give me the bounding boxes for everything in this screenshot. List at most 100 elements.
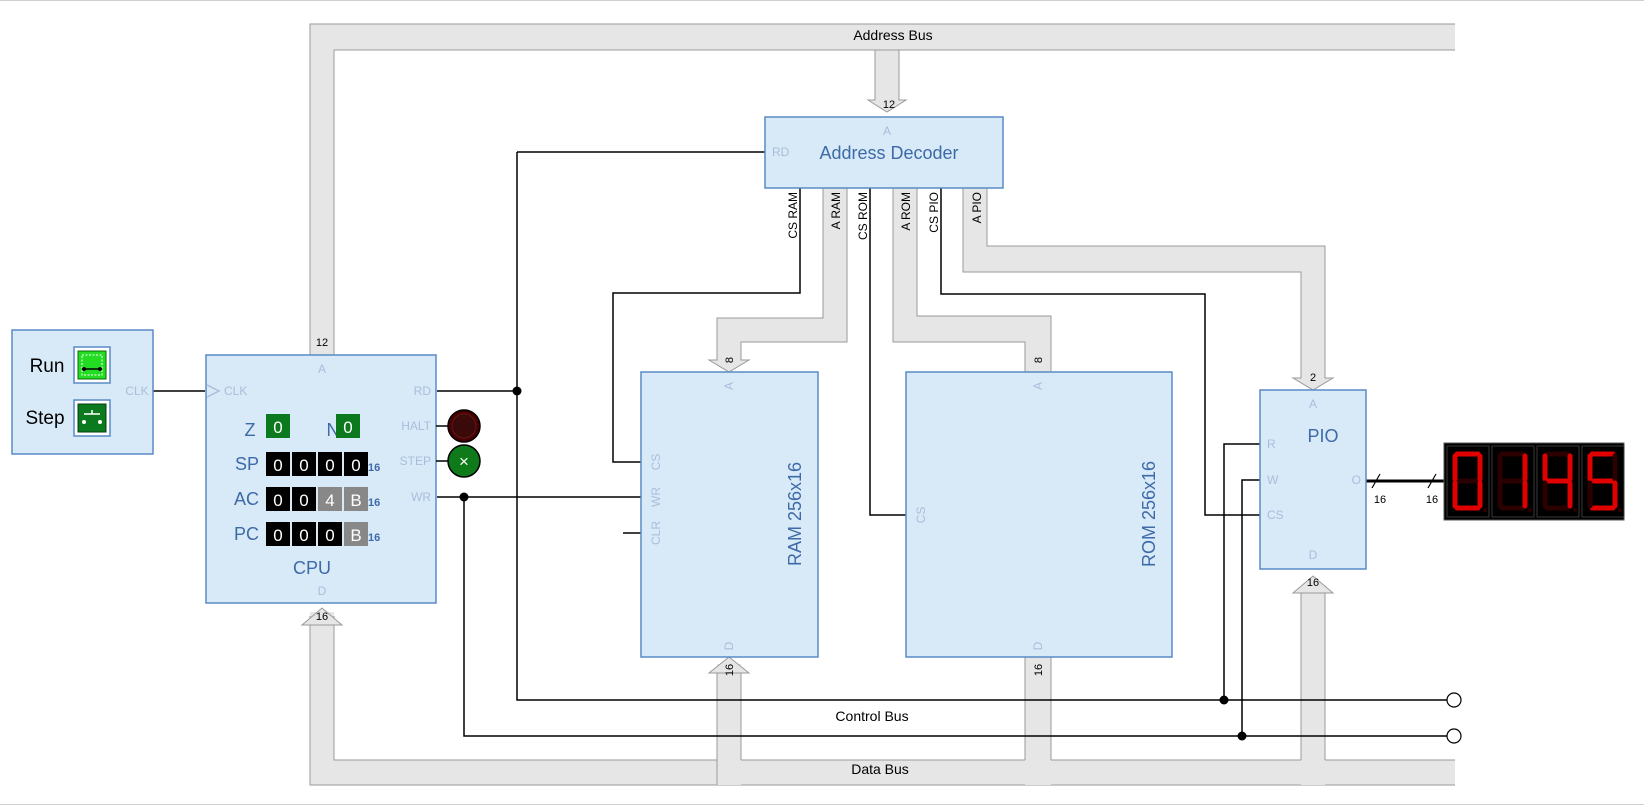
rom-pin-cs: CS	[914, 507, 928, 524]
register-digit: B	[350, 491, 361, 510]
rom-title: ROM 256x16	[1139, 461, 1159, 567]
cpu-pin-halt: HALT	[401, 419, 431, 433]
register-digit-box	[292, 522, 316, 546]
ram-pin-d: D	[722, 641, 736, 650]
register-digit: 0	[299, 526, 308, 545]
cpu-pin-a: A	[318, 362, 326, 376]
decoder-out-cs-rom: CS ROM	[856, 192, 870, 240]
pio-block[interactable]: PIO A D R W CS O	[1259, 389, 1367, 570]
step-label: Step	[25, 408, 64, 429]
display-digit	[1536, 445, 1580, 518]
decimal-point	[1528, 508, 1532, 512]
cpu-a-width: 12	[316, 337, 328, 349]
flag-z-value: 0	[273, 418, 282, 437]
pio-d-width: 16	[1307, 577, 1319, 589]
register-digit-box	[318, 452, 342, 476]
address-bus-label: Address Bus	[853, 27, 932, 43]
rom-block[interactable]: ROM 256x16 A D CS	[905, 371, 1173, 658]
rom-a-width: 8	[1033, 357, 1045, 363]
pio-pin-cs: CS	[1267, 508, 1284, 522]
pio-title: PIO	[1307, 426, 1338, 446]
reg-sp-width: 16	[368, 462, 380, 474]
ram-pin-a: A	[722, 382, 736, 390]
register-digit-box	[266, 487, 290, 511]
decoder-out-cs-ram: CS RAM	[786, 192, 800, 239]
reg-sp-label: SP	[235, 454, 259, 474]
decimal-point	[1618, 508, 1622, 512]
register-digit: 0	[351, 456, 360, 475]
halt-led	[436, 409, 481, 443]
wires	[153, 151, 1448, 737]
ram-a-width: 8	[724, 357, 736, 363]
register-digit-box	[318, 522, 342, 546]
pio-pin-a: A	[1309, 397, 1317, 411]
pio-pin-d: D	[1309, 548, 1318, 562]
register-digit: 4	[325, 491, 334, 510]
register-digit-box	[266, 452, 290, 476]
address-decoder-block[interactable]: Address Decoder A RD	[764, 116, 1004, 189]
pio-o-width: 16	[1374, 494, 1386, 506]
control-bus-terminal-wr[interactable]	[1446, 728, 1462, 744]
register-digit-box	[292, 452, 316, 476]
decoder-pin-rd: RD	[772, 145, 790, 159]
run-label: Run	[30, 356, 65, 377]
data-bus-label: Data Bus	[851, 761, 909, 777]
display-width: 16	[1426, 494, 1438, 506]
cpu-d-width: 16	[316, 611, 328, 623]
pio-pin-w: W	[1267, 473, 1279, 487]
reg-ac-width: 16	[368, 497, 380, 509]
reg-pc-label: PC	[234, 524, 259, 544]
control-bus-label: Control Bus	[835, 708, 908, 724]
register-digit-box	[266, 522, 290, 546]
rom-d-width: 16	[1033, 664, 1045, 676]
register-digit-box	[344, 487, 368, 511]
display-digit	[1491, 445, 1535, 518]
cpu-pin-step: STEP	[400, 454, 431, 468]
clk-out-label: CLK	[125, 384, 148, 398]
decoder-out-cs-pio: CS PIO	[927, 192, 941, 233]
reg-pc-width: 16	[368, 532, 380, 544]
bottom-border	[0, 804, 1644, 805]
ram-pin-clr: CLR	[649, 521, 663, 545]
run-switch[interactable]	[73, 346, 111, 384]
decoder-a-width: 12	[883, 99, 895, 111]
step-led-x-icon: ×	[459, 452, 469, 471]
cpu-pin-d: D	[318, 584, 327, 598]
register-digit-box	[292, 487, 316, 511]
decoder-pin-a: A	[883, 124, 891, 138]
decoder-title: Address Decoder	[819, 143, 958, 163]
ram-block[interactable]: RAM 256x16 A D CS WR CLR	[640, 371, 819, 658]
flag-z-label: Z	[245, 420, 256, 440]
decimal-point	[1483, 508, 1487, 512]
register-digit: 0	[273, 491, 282, 510]
pio-a-width: 2	[1310, 372, 1316, 384]
rom-pin-a: A	[1031, 382, 1045, 390]
step-button[interactable]	[73, 399, 111, 437]
decimal-point	[1573, 508, 1577, 512]
register-digit: 0	[273, 526, 282, 545]
top-border	[0, 0, 1644, 1]
cpu-pin-wr: WR	[411, 490, 431, 504]
bus-bars	[300, 23, 1455, 786]
rom-pin-d: D	[1031, 641, 1045, 650]
register-digit: 0	[325, 456, 334, 475]
register-digit-box	[344, 452, 368, 476]
control-bus-terminal-rd[interactable]	[1446, 692, 1462, 708]
register-digit: 0	[273, 456, 282, 475]
register-digit: 0	[325, 526, 334, 545]
junctions	[459, 386, 1247, 741]
decoder-out-a-rom: A ROM	[899, 192, 913, 231]
register-digit: 0	[299, 456, 308, 475]
ram-d-width: 16	[724, 664, 736, 676]
register-digit-box	[344, 522, 368, 546]
clock-control-panel: Run Step CLK	[11, 329, 154, 455]
pio-pin-o: O	[1352, 473, 1361, 487]
seven-segment-display	[1443, 442, 1625, 521]
ram-pin-cs: CS	[649, 454, 663, 471]
cpu-block[interactable]: A D CLK RD HALT STEP WR Z 0 N 0 SP AC PC…	[205, 354, 437, 604]
reg-ac-label: AC	[234, 489, 259, 509]
decoder-out-a-ram: A RAM	[829, 192, 843, 229]
display-digit	[1446, 445, 1490, 518]
